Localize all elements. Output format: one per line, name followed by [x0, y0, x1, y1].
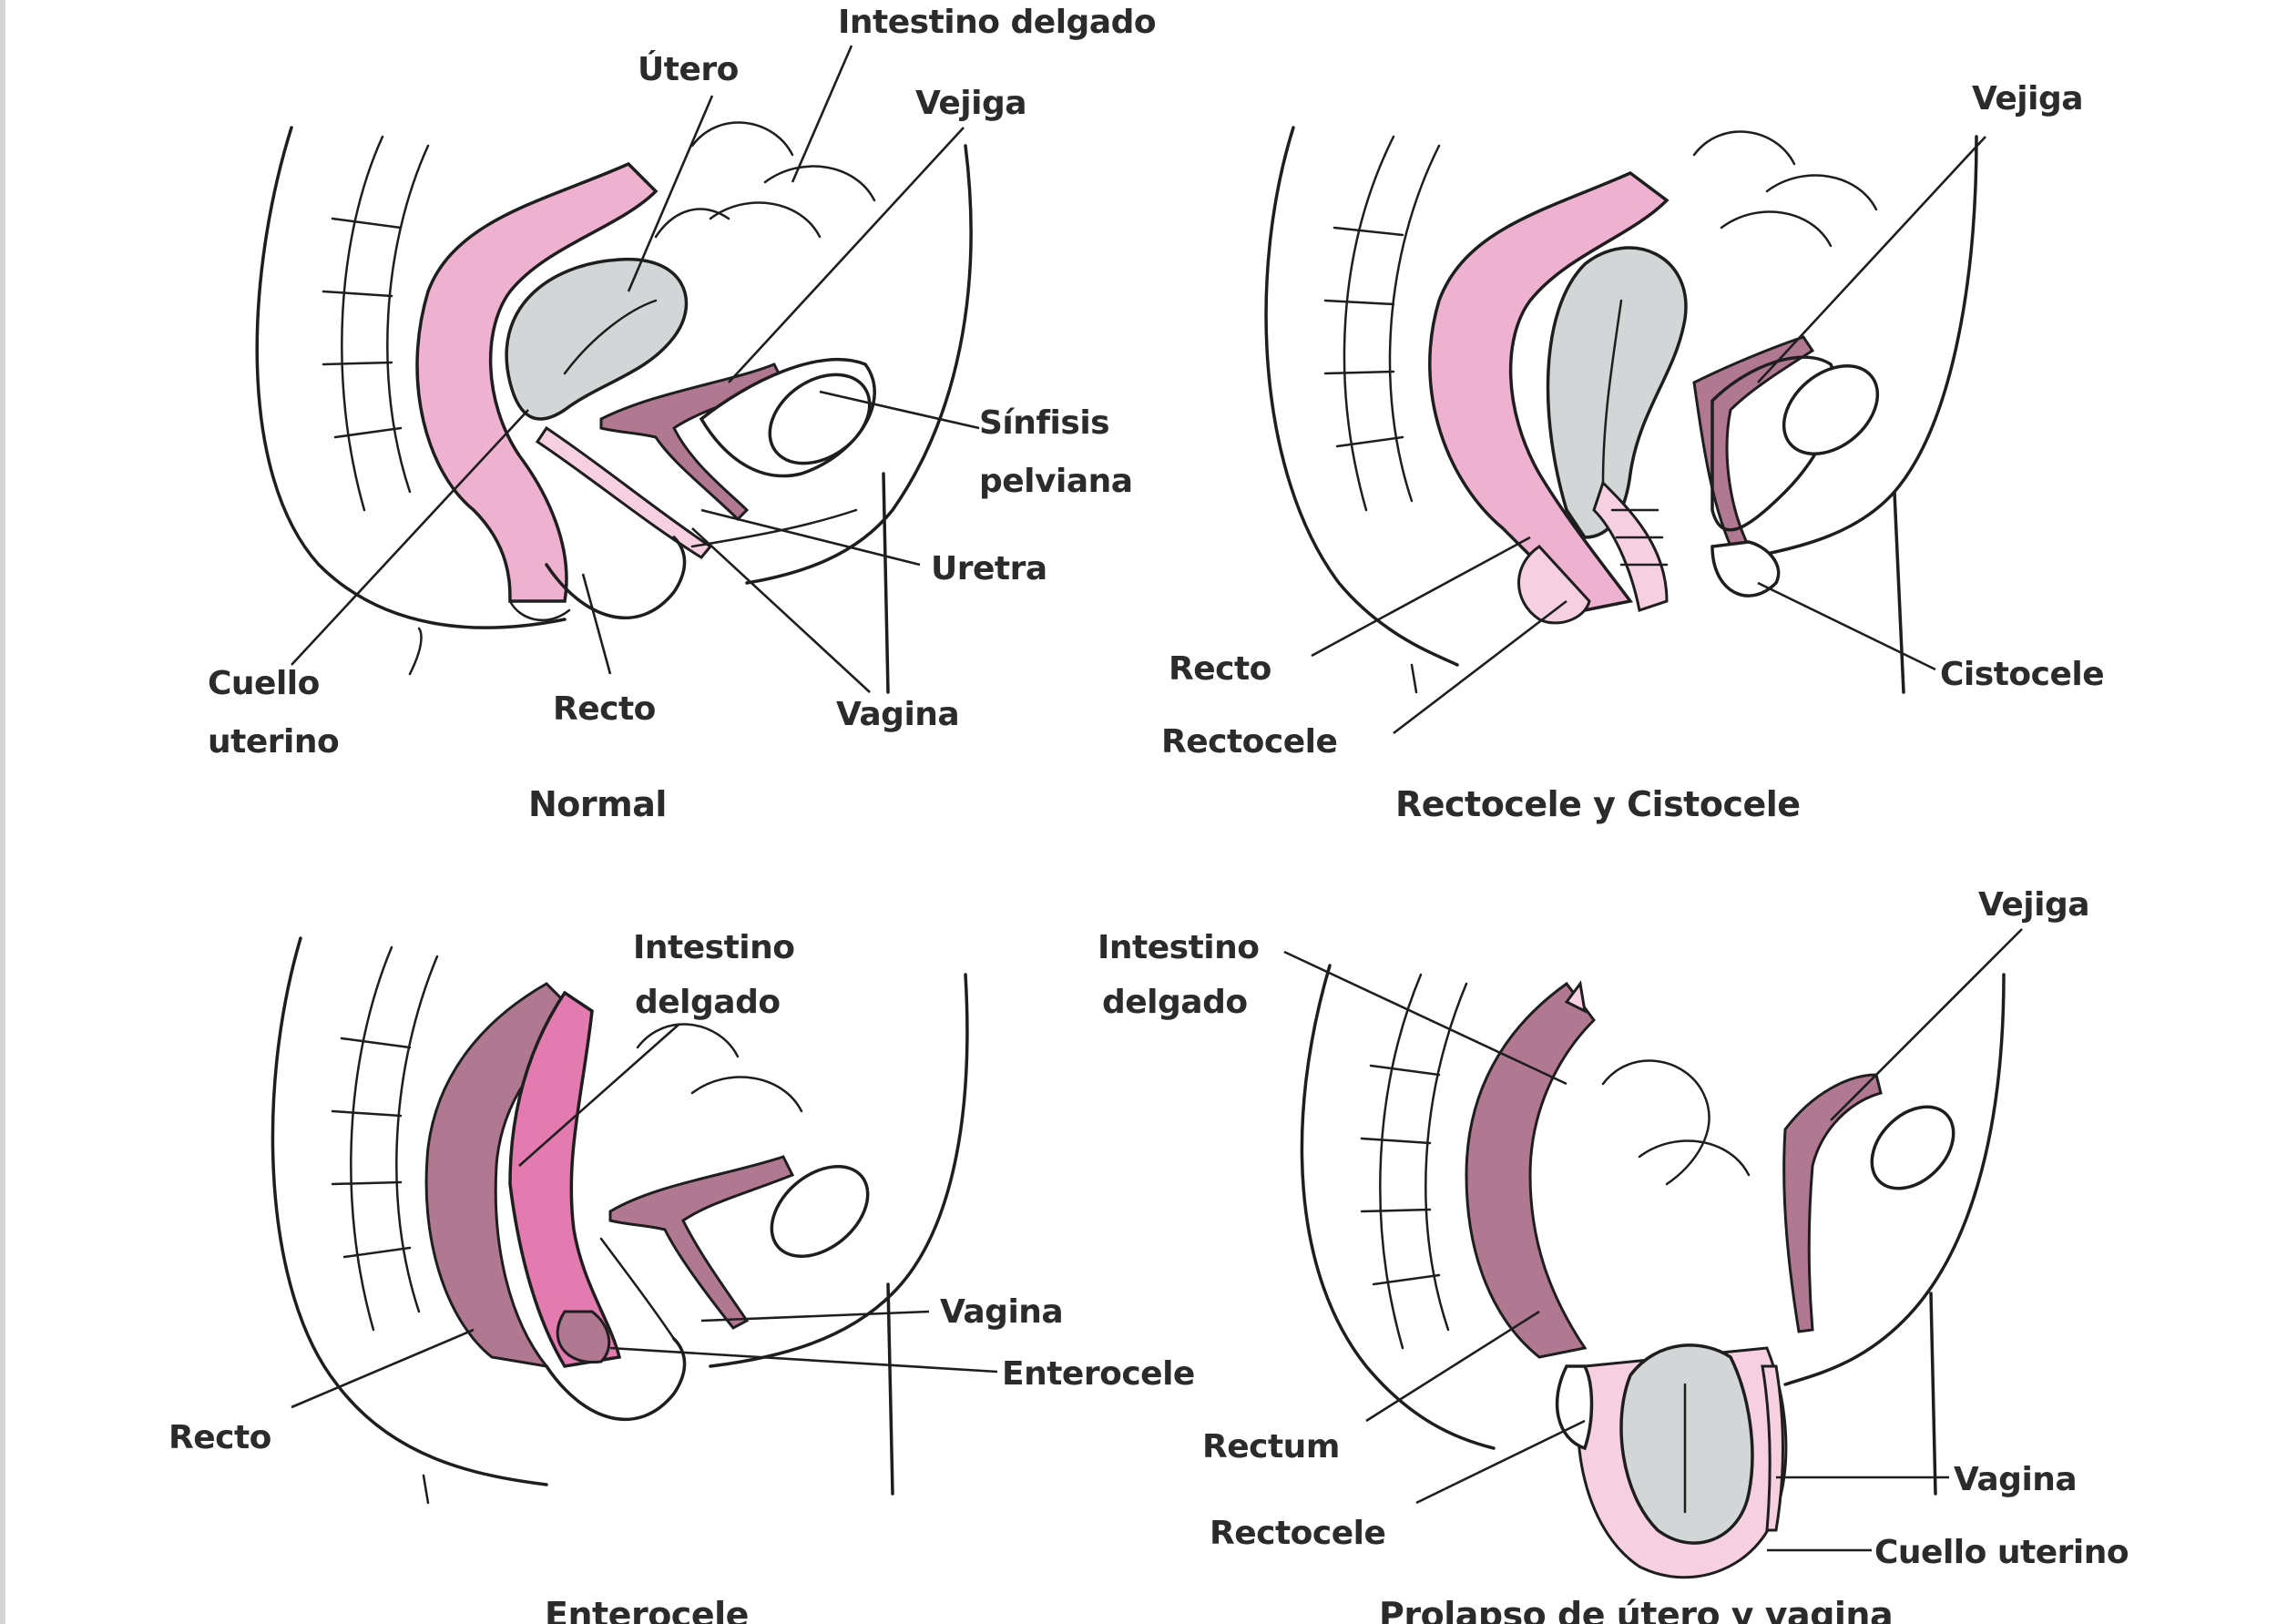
- pelvis-outline: [255, 126, 973, 694]
- label-intestino-3: Intestino: [633, 929, 795, 966]
- uterus-2: [1546, 246, 1688, 539]
- leader-vejiga: [728, 127, 965, 383]
- pubic-symphysis-3: [770, 1164, 870, 1259]
- label-rectocele: Rectocele: [1161, 723, 1337, 761]
- rectocele-bulge: [1517, 545, 1591, 625]
- small-intestine-3: [636, 1023, 803, 1113]
- panel-enterocele: Intestino delgado Vagina Enterocele Rect…: [168, 929, 1195, 1624]
- leader-vejiga-2: [1757, 136, 1986, 383]
- label-vejiga-2: Vejiga: [1972, 80, 2083, 117]
- leader-vejiga-4: [1830, 928, 2023, 1121]
- label-intestino-delgado: Intestino delgado: [838, 4, 1156, 41]
- rectocele-bulge-4: [1555, 1364, 1594, 1451]
- leader-cistocele: [1757, 581, 1936, 671]
- perineum-3: [545, 1337, 687, 1422]
- panel-normal: Intestino delgado Útero Vejiga Sínfisis …: [208, 4, 1157, 824]
- panel-prolapso: Intestino delgado Vejiga Rectum Rectocel…: [1098, 886, 2129, 1624]
- caption-normal: Normal: [528, 784, 667, 824]
- label-rectocele-4: Rectocele: [1210, 1515, 1385, 1552]
- label-uretra: Uretra: [931, 550, 1047, 587]
- label-utero: Útero: [638, 50, 739, 88]
- uterus: [505, 257, 689, 421]
- rectum: [415, 161, 659, 622]
- vagina-3: [599, 1155, 795, 1341]
- leader-intestino-3: [518, 1024, 679, 1167]
- spine-2: [1323, 135, 1441, 512]
- leader-vagina: [691, 527, 871, 693]
- leader-uretra: [700, 508, 921, 567]
- rectum-4: [1465, 980, 1596, 1359]
- pelvis-outline-2: [1264, 126, 1978, 694]
- small-intestine-2: [1692, 130, 1878, 248]
- leaders-normal: [291, 45, 980, 693]
- leaders-prolapso: [1283, 928, 2023, 1552]
- caption-rectocele-cistocele: Rectocele y Cistocele: [1395, 784, 1801, 824]
- label-vagina: Vagina: [836, 696, 959, 733]
- leader-rectocele-4: [1415, 1419, 1586, 1505]
- label-vejiga-4: Vejiga: [1978, 886, 2089, 924]
- leader-rectocele: [1393, 599, 1567, 735]
- left-border: [0, 0, 5, 1624]
- leader-recto-2: [1311, 536, 1531, 658]
- leader-intestino: [791, 45, 853, 183]
- label-vagina-4: Vagina: [1954, 1461, 2077, 1498]
- enterocele-pouch: [508, 990, 622, 1368]
- spine: [322, 135, 430, 512]
- leader-sinfisis: [819, 390, 980, 430]
- leader-intestino-4: [1283, 950, 1567, 1086]
- spine-3: [331, 945, 439, 1332]
- label-sinfisis: Sínfisis: [979, 404, 1109, 442]
- leader-cuello: [291, 409, 529, 666]
- bladder-4: [1782, 1073, 1955, 1333]
- vagina-4: [1761, 1364, 1784, 1532]
- rectum-3: [424, 982, 586, 1369]
- label-vejiga: Vejiga: [915, 85, 1026, 122]
- label-cuello: Cuello: [208, 665, 320, 702]
- leaders-rectocele: [1311, 136, 1986, 735]
- label-delgado-3: delgado: [635, 984, 781, 1021]
- label-cuello-uterino-4: Cuello uterino: [1874, 1534, 2129, 1571]
- caption-prolapso: Prolapso de útero y vagina: [1379, 1595, 1893, 1624]
- small-intestine-4: [1601, 1059, 1751, 1186]
- label-recto-2: Recto: [1169, 650, 1271, 688]
- cystocele-bulge: [1710, 540, 1781, 598]
- label-cistocele: Cistocele: [1940, 656, 2104, 693]
- label-delgado-4: delgado: [1102, 984, 1248, 1021]
- pelvis-outline-3: [271, 936, 969, 1505]
- leader-enterocele: [609, 1346, 998, 1374]
- prolapsed-uterus: [1577, 1343, 1788, 1579]
- leaders-enterocele: [291, 1024, 998, 1409]
- panel-rectocele-cistocele: Vejiga Recto Rectocele Cistocele Rectoce…: [1161, 80, 2105, 824]
- leader-utero: [627, 95, 714, 292]
- label-vagina-3: Vagina: [940, 1293, 1063, 1331]
- label-enterocele: Enterocele: [1002, 1355, 1195, 1393]
- urethra: [535, 425, 713, 559]
- label-pelviana: pelviana: [979, 463, 1133, 500]
- leader-vagina-3: [700, 1310, 930, 1323]
- label-recto-3: Recto: [168, 1419, 271, 1456]
- pubic-symphysis-2: [1782, 363, 1880, 456]
- leader-recto-3: [291, 1328, 475, 1409]
- pelvis-outline-4: [1300, 964, 2006, 1496]
- label-rectum: Rectum: [1202, 1428, 1340, 1466]
- leader-recto: [581, 573, 612, 675]
- vagina-2: [1592, 480, 1669, 612]
- small-intestine: [654, 121, 876, 239]
- label-uterino: uterino: [208, 723, 339, 761]
- leader-rectum: [1365, 1310, 1540, 1423]
- label-recto: Recto: [553, 690, 656, 728]
- label-intestino-4: Intestino: [1098, 929, 1260, 966]
- caption-enterocele: Enterocele: [545, 1595, 749, 1624]
- perineum: [545, 508, 858, 620]
